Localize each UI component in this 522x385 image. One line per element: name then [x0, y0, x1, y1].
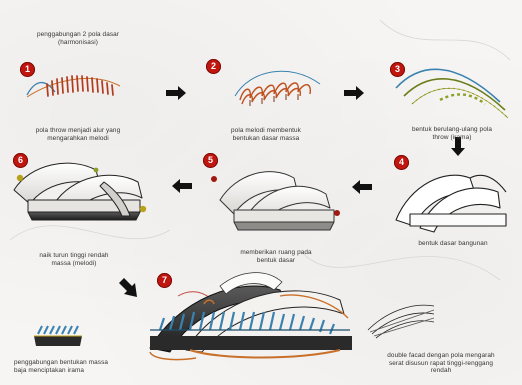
step-2-caption-line-2: bentukan dasar massa	[206, 135, 326, 143]
step-5-badge: 5	[203, 153, 218, 168]
step-5-caption: memberikan ruang pada bentuk dasar	[216, 249, 336, 264]
step-3-caption: bentuk berulang-ulang pola throw (irama)	[386, 126, 518, 141]
step-3-caption-line-2: throw (irama)	[386, 134, 518, 142]
left-small-sketch	[34, 326, 82, 346]
note-right-line-2: serat disusun rapat tinggi-renggang	[366, 360, 516, 368]
step-4-caption-line-1: bentuk dasar bangunan	[392, 240, 514, 248]
note-left: penggabungan bentukan massa baja mencipt…	[14, 359, 148, 374]
note-right: double facad dengan pola mengarah serat …	[366, 352, 516, 375]
step-6-caption: naik turun tinggi rendah massa (melodi)	[14, 252, 134, 267]
step-1-caption-line-1: pola throw menjadi alur yang	[8, 127, 148, 135]
step-1-caption-line-2: mengarahkan melodi	[8, 135, 148, 143]
step6-sketch	[14, 163, 146, 220]
note-left-line-1: penggabungan bentukan massa	[14, 359, 148, 367]
step-3-caption-line-1: bentuk berulang-ulang pola	[386, 126, 518, 134]
step-3-badge: 3	[390, 62, 405, 77]
step-7-badge: 7	[157, 273, 172, 288]
step7-sketch	[150, 273, 352, 360]
right-small-sketch	[368, 305, 434, 338]
step-1-badge: 1	[20, 62, 35, 77]
step-4-badge: 4	[394, 155, 409, 170]
step-5-caption-line-1: memberikan ruang pada	[216, 249, 336, 257]
step4-sketch	[396, 175, 506, 232]
step-6-caption-line-2: massa (melodi)	[14, 260, 134, 268]
step-2-badge: 2	[206, 59, 221, 74]
step-6-badge: 6	[13, 153, 28, 168]
note-right-line-1: double facad dengan pola mengarah	[366, 352, 516, 360]
note-right-line-3: rendah	[366, 367, 516, 375]
step-5-caption-line-2: bentuk dasar	[216, 257, 336, 265]
note-left-line-2: baja menciptakan irama	[14, 367, 148, 375]
step1-sketch	[27, 76, 120, 97]
diagram-title: penggabungan 2 pola dasar (harmonisasi)	[8, 31, 148, 46]
step-6-caption-line-1: naik turun tinggi rendah	[14, 252, 134, 260]
step3-sketch	[396, 69, 508, 118]
step-1-caption: pola throw menjadi alur yang mengarahkan…	[8, 127, 148, 142]
step-2-caption-line-1: pola melodi membentuk	[206, 127, 326, 135]
step2-sketch	[235, 71, 320, 106]
step5-sketch	[211, 172, 340, 230]
title-line-2: (harmonisasi)	[8, 39, 148, 47]
step-4-caption: bentuk dasar bangunan	[392, 240, 514, 248]
step-2-caption: pola melodi membentuk bentukan dasar mas…	[206, 127, 326, 142]
title-line-1: penggabungan 2 pola dasar	[8, 31, 148, 39]
